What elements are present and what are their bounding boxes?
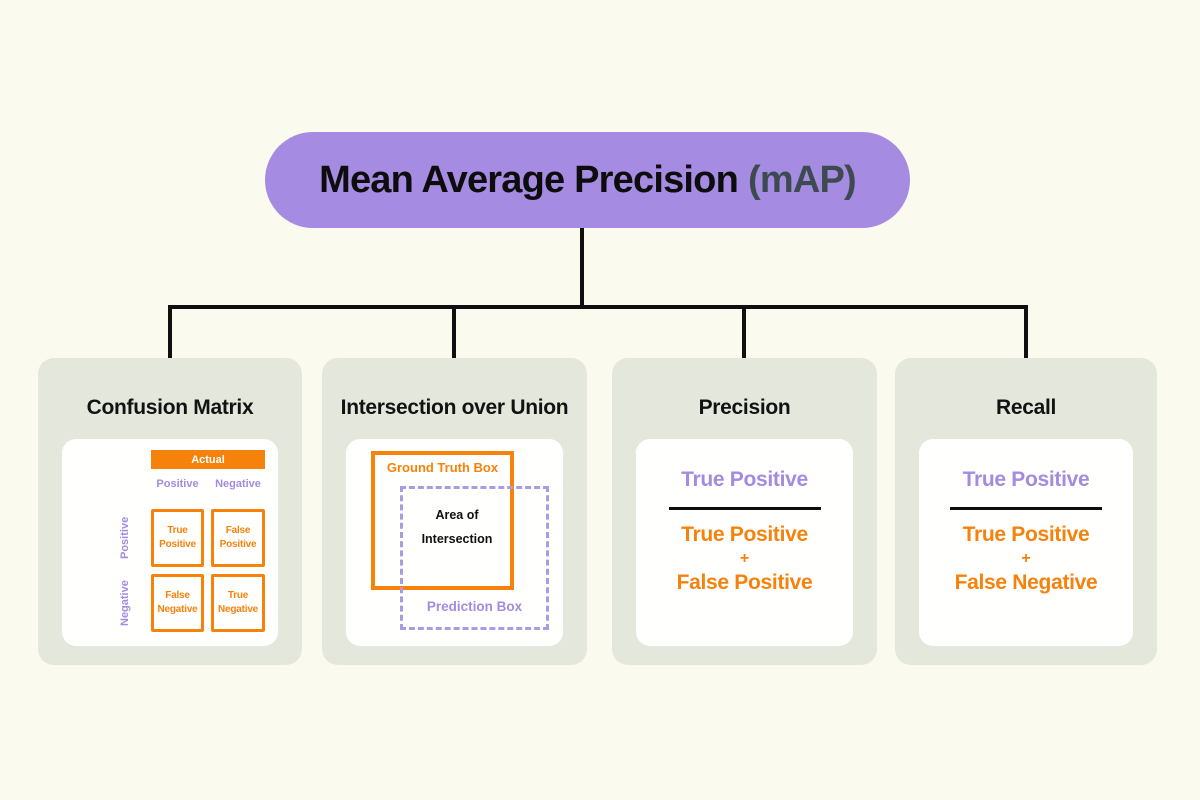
confusion-matrix-panel: Actual Positive Negative Positive Negati… — [62, 439, 278, 646]
ground-truth-label: Ground Truth Box — [386, 460, 499, 475]
connector-drop-iou — [452, 305, 456, 360]
prediction-box — [400, 486, 549, 630]
iou-panel: Ground Truth Box Area of Intersection Pr… — [346, 439, 563, 646]
connector-bus — [168, 305, 1028, 309]
recall-plus-operator: + — [1021, 550, 1031, 567]
branch-card-precision: Precision True Positive True Positive + … — [612, 358, 877, 665]
cell-false-positive: False Positive — [211, 509, 265, 567]
connector-drop-confusion-matrix — [168, 305, 172, 360]
cell-true-negative: True Negative — [211, 574, 265, 632]
column-label-positive: Positive — [156, 478, 199, 490]
branch-card-iou: Intersection over Union Ground Truth Box… — [322, 358, 587, 665]
cell-false-negative: False Negative — [151, 574, 204, 632]
recall-denominator-term2: False Negative — [954, 571, 1098, 594]
branch-title-confusion-matrix: Confusion Matrix — [86, 396, 254, 419]
precision-denominator-term2: False Positive — [676, 571, 813, 594]
prediction-label: Prediction Box — [426, 599, 523, 614]
branch-card-recall: Recall True Positive True Positive + Fal… — [895, 358, 1157, 665]
branch-title-recall: Recall — [995, 396, 1057, 419]
intersection-label-line2: Intersection — [421, 532, 493, 546]
column-label-negative: Negative — [215, 478, 261, 490]
precision-numerator: True Positive — [681, 468, 808, 491]
branch-title-precision: Precision — [698, 396, 791, 419]
ground-truth-box — [371, 451, 514, 590]
column-labels: Positive Negative — [151, 478, 265, 490]
root-title-accent: (mAP) — [748, 158, 857, 201]
connector-drop-precision — [742, 305, 746, 360]
connector-root-stem — [580, 228, 584, 307]
recall-fraction-line — [950, 507, 1102, 510]
recall-denominator-term1: True Positive — [962, 523, 1090, 546]
recall-formula: True Positive True Positive + False Nega… — [919, 439, 1133, 646]
precision-formula-panel: True Positive True Positive + False Posi… — [636, 439, 853, 646]
row-label-negative: Negative — [119, 580, 131, 626]
intersection-area-label: Area of Intersection — [400, 503, 514, 551]
confusion-matrix-grid: True Positive False Positive False Negat… — [151, 509, 265, 632]
root-title: Mean Average Precision — [319, 158, 739, 201]
recall-numerator: True Positive — [962, 468, 1090, 491]
cell-true-positive: True Positive — [151, 509, 204, 567]
precision-plus-operator: + — [739, 550, 750, 567]
recall-formula-panel: True Positive True Positive + False Nega… — [919, 439, 1133, 646]
connector-drop-recall — [1024, 305, 1028, 360]
actual-header-bar: Actual — [151, 450, 265, 469]
branch-title-iou: Intersection over Union — [340, 396, 569, 419]
root-node-map: Mean Average Precision (mAP) — [265, 132, 910, 228]
row-label-positive: Positive — [119, 516, 131, 560]
intersection-label-line1: Area of — [435, 508, 479, 522]
precision-formula: True Positive True Positive + False Posi… — [636, 439, 853, 646]
branch-card-confusion-matrix: Confusion Matrix Actual Positive Negativ… — [38, 358, 302, 665]
precision-fraction-line — [668, 507, 821, 510]
precision-denominator-term1: True Positive — [681, 523, 808, 546]
